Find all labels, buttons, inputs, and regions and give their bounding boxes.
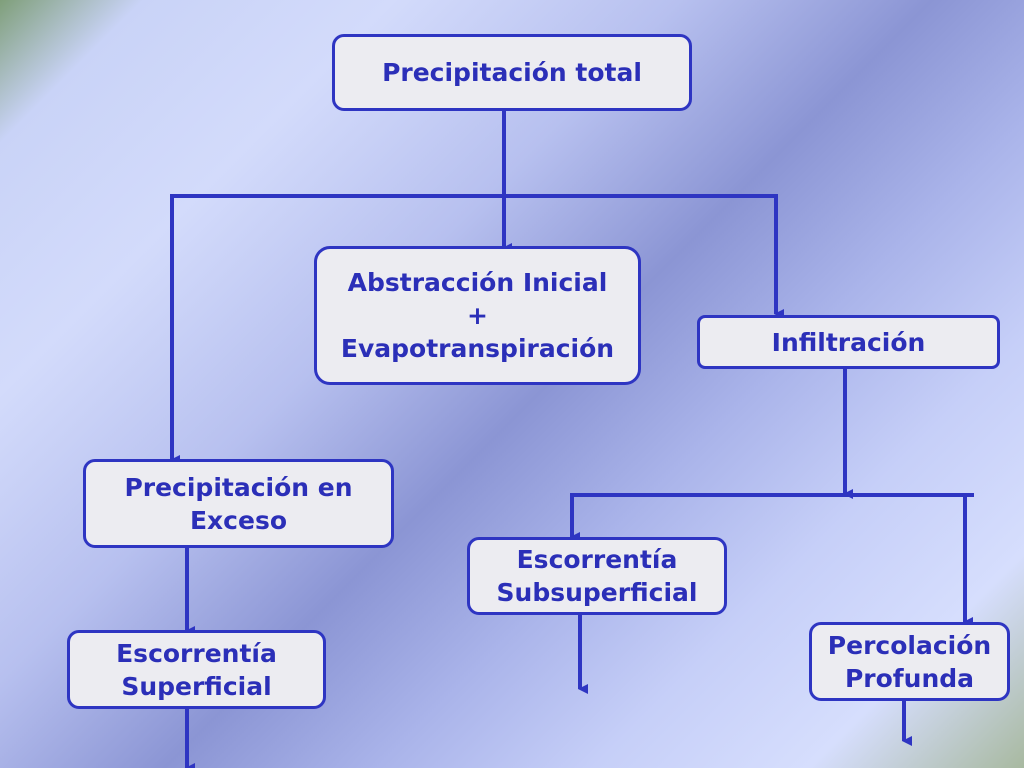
node-label: Escorrentía Subsuperficial — [496, 545, 698, 607]
node-precipitacion-exceso: Precipitación en Exceso — [83, 459, 394, 548]
node-label: Infiltración — [771, 327, 926, 357]
node-abstraccion-evapotranspiracion: Abstracción Inicial + Evapotranspiración — [314, 246, 641, 385]
node-label: Precipitación en Exceso — [124, 472, 353, 535]
node-label: Abstracción Inicial + Evapotranspiración — [340, 268, 615, 363]
node-escorrentia-superficial: Escorrentía Superficial — [67, 630, 326, 709]
node-label: Percolación Profunda — [827, 630, 992, 693]
node-infiltracion: Infiltración — [697, 315, 1000, 369]
node-label: Escorrentía Superficial — [116, 638, 277, 701]
node-percolacion-profunda: Percolación Profunda — [809, 622, 1010, 701]
node-label: Precipitación total — [382, 58, 642, 87]
node-escorrentia-subsuperficial: Escorrentía Subsuperficial — [467, 537, 727, 615]
node-precipitacion-total: Precipitación total — [332, 34, 692, 111]
